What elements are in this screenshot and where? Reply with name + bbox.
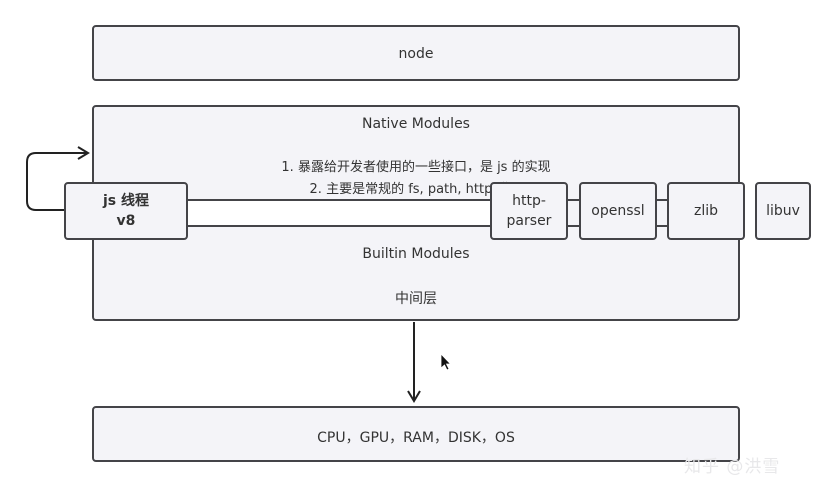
loop-arrow — [26, 152, 86, 211]
connector-parser-openssl-bottom — [566, 225, 580, 227]
connector-parser-openssl-top — [566, 199, 580, 201]
loop-arrowhead-icon — [77, 146, 90, 160]
zlib-box: zlib — [667, 182, 745, 240]
v8-label: v8 — [116, 213, 136, 229]
connector-openssl-zlib-bottom — [655, 225, 668, 227]
http-parser-label-2: parser — [506, 213, 552, 229]
openssl-label: openssl — [591, 203, 645, 219]
native-modules-point-2: 2. 主要是常规的 fs, path, http 模块 — [309, 182, 523, 197]
openssl-box: openssl — [579, 182, 657, 240]
builtin-modules-title: Builtin Modules — [362, 246, 470, 262]
connector-openssl-zlib-top — [655, 199, 668, 201]
hardware-label: CPU，GPU，RAM，DISK，OS — [317, 430, 515, 446]
libuv-box: libuv — [755, 182, 811, 240]
middle-layer-label: 中间层 — [395, 291, 437, 307]
libuv-label: libuv — [766, 203, 800, 219]
node-box: node — [92, 25, 740, 81]
node-label: node — [398, 46, 434, 62]
native-modules-point-1: 1. 暴露给开发者使用的一些接口，是 js 的实现 — [281, 160, 551, 175]
js-thread-label: js 线程 — [102, 193, 149, 209]
mouse-cursor-icon — [440, 352, 452, 371]
http-parser-box: http- parser — [490, 182, 568, 240]
zlib-label: zlib — [693, 203, 718, 219]
native-modules-title: Native Modules — [362, 116, 470, 132]
watermark: 知乎 @洪雪 — [684, 457, 781, 477]
down-arrowhead-icon — [407, 390, 421, 403]
http-parser-label-1: http- — [512, 193, 546, 209]
hardware-box: CPU，GPU，RAM，DISK，OS — [92, 406, 740, 462]
js-thread-box: js 线程 v8 — [64, 182, 188, 240]
